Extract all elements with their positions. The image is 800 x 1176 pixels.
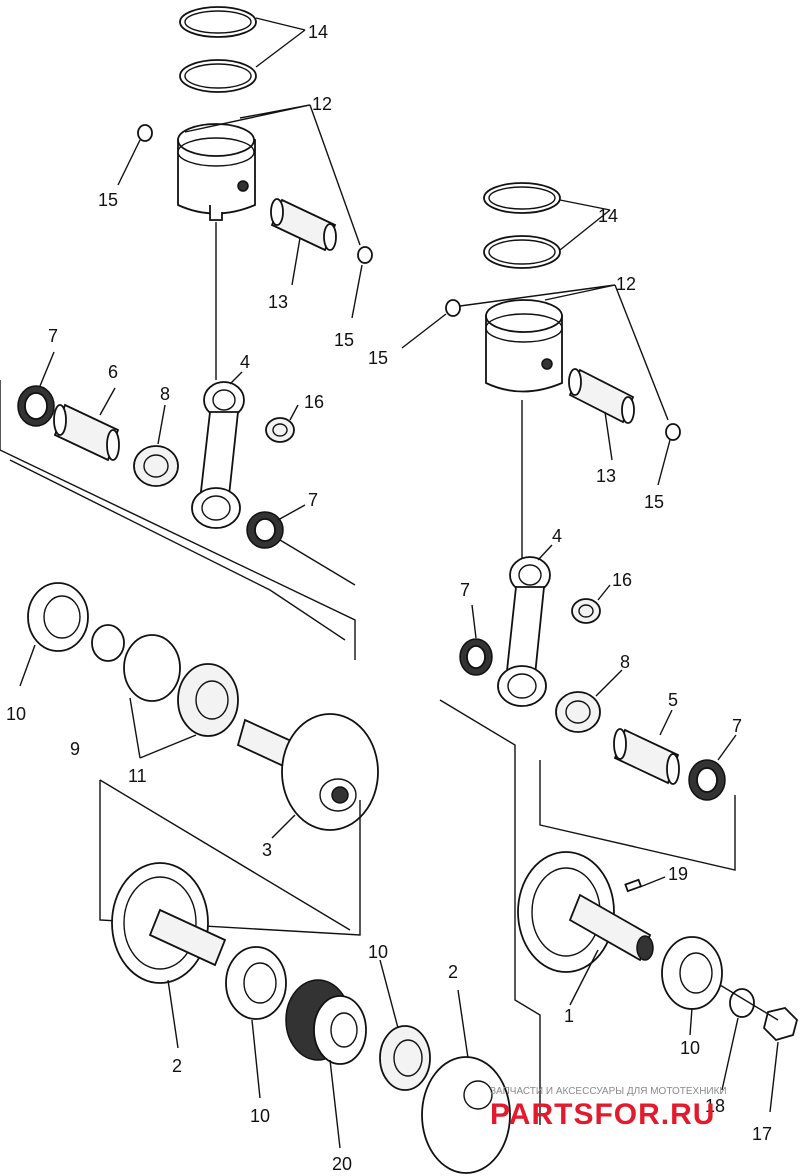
label-15-right-b: 15 [644, 492, 664, 512]
label-7-left-b: 7 [308, 490, 318, 510]
label-16-left: 16 [304, 392, 324, 412]
label-10-bottom-b: 10 [368, 942, 388, 962]
connecting-rod-left [191, 381, 245, 529]
label-16-right: 16 [612, 570, 632, 590]
bearing-10-right [661, 936, 723, 1010]
circlip-right-a [445, 299, 461, 317]
label-12-left: 12 [312, 94, 332, 114]
label-7-left-a: 7 [48, 326, 58, 346]
label-10-right: 10 [680, 1038, 700, 1058]
label-8-left: 8 [160, 384, 170, 404]
label-1: 1 [564, 1006, 574, 1026]
label-9: 9 [70, 739, 80, 759]
crank-half-3 [236, 713, 379, 831]
label-14-left: 14 [308, 22, 328, 42]
label-2-left: 2 [172, 1056, 182, 1076]
bearing-10-bottom-a [225, 946, 287, 1020]
bearing-10-left-top [27, 582, 89, 652]
watermark: ЗАПЧАСТИ И АКСЕССУАРЫ ДЛЯ МОТОТЕХНИКИ PA… [490, 1086, 727, 1131]
label-4-left: 4 [240, 352, 250, 372]
piston-left [177, 123, 256, 221]
label-2-right: 2 [448, 962, 458, 982]
label-13-left: 13 [268, 292, 288, 312]
bearing-11-left [177, 663, 239, 737]
circlip-left-b [357, 246, 373, 264]
label-15-left-b: 15 [334, 330, 354, 350]
piston-pin-right [568, 368, 635, 424]
pin-6-left [53, 403, 120, 462]
label-11: 11 [128, 766, 147, 786]
bearing-10-bottom-b [379, 1025, 431, 1091]
label-4-right: 4 [552, 526, 562, 546]
watermark-tagline: ЗАПЧАСТИ И АКСЕССУАРЫ ДЛЯ МОТОТЕХНИКИ [490, 1086, 727, 1097]
ring-left [91, 624, 125, 662]
label-14-right: 14 [598, 206, 618, 226]
piston-rings-left [179, 6, 257, 93]
circlip-right-b [665, 423, 681, 441]
bearing-16-right [571, 598, 601, 624]
bearing-16-left [265, 417, 295, 443]
label-7-right-a: 7 [460, 580, 470, 600]
label-18: 18 [705, 1096, 725, 1116]
washer-7-right-a [459, 638, 493, 676]
key-19 [624, 878, 643, 893]
crank-wheel-2-left [111, 862, 227, 984]
label-10-bottom-a: 10 [250, 1106, 270, 1126]
connecting-rod-right [497, 556, 551, 707]
label-15-right-a: 15 [368, 348, 388, 368]
washer-7-left-a [17, 385, 55, 427]
crank-half-1 [517, 851, 654, 973]
nut-17 [763, 1007, 799, 1042]
label-19: 19 [668, 864, 688, 884]
seal-20 [285, 979, 367, 1065]
callout-labels: 14 12 15 13 15 7 6 8 4 16 7 10 9 11 3 2 … [6, 22, 772, 1174]
circlip-11a [123, 634, 181, 702]
label-13-right: 13 [596, 466, 616, 486]
piston-pin-left [270, 198, 337, 252]
label-20: 20 [332, 1154, 352, 1174]
label-7-right-b: 7 [732, 716, 742, 736]
pin-5-right [613, 728, 680, 785]
leader-lines [19, 17, 779, 1149]
circlip-left-a [137, 124, 153, 142]
label-15-left-a: 15 [98, 190, 118, 210]
label-3: 3 [262, 840, 272, 860]
crank-wheel-2-right [421, 1056, 511, 1174]
label-5: 5 [668, 690, 678, 710]
label-17: 17 [752, 1124, 772, 1144]
watermark-brand: PARTSFOR.RU [490, 1098, 715, 1131]
washer-7-left-b [246, 511, 284, 549]
bearing-8-right [555, 691, 601, 733]
washer-18 [729, 988, 755, 1018]
label-6: 6 [108, 362, 118, 382]
piston-rings-right [483, 182, 561, 269]
bearing-8-left [133, 445, 179, 487]
label-8-right: 8 [620, 652, 630, 672]
piston-right [485, 299, 563, 393]
washer-7-right-b [688, 759, 726, 801]
label-10-left-top: 10 [6, 704, 26, 724]
label-12-right: 12 [616, 274, 636, 294]
